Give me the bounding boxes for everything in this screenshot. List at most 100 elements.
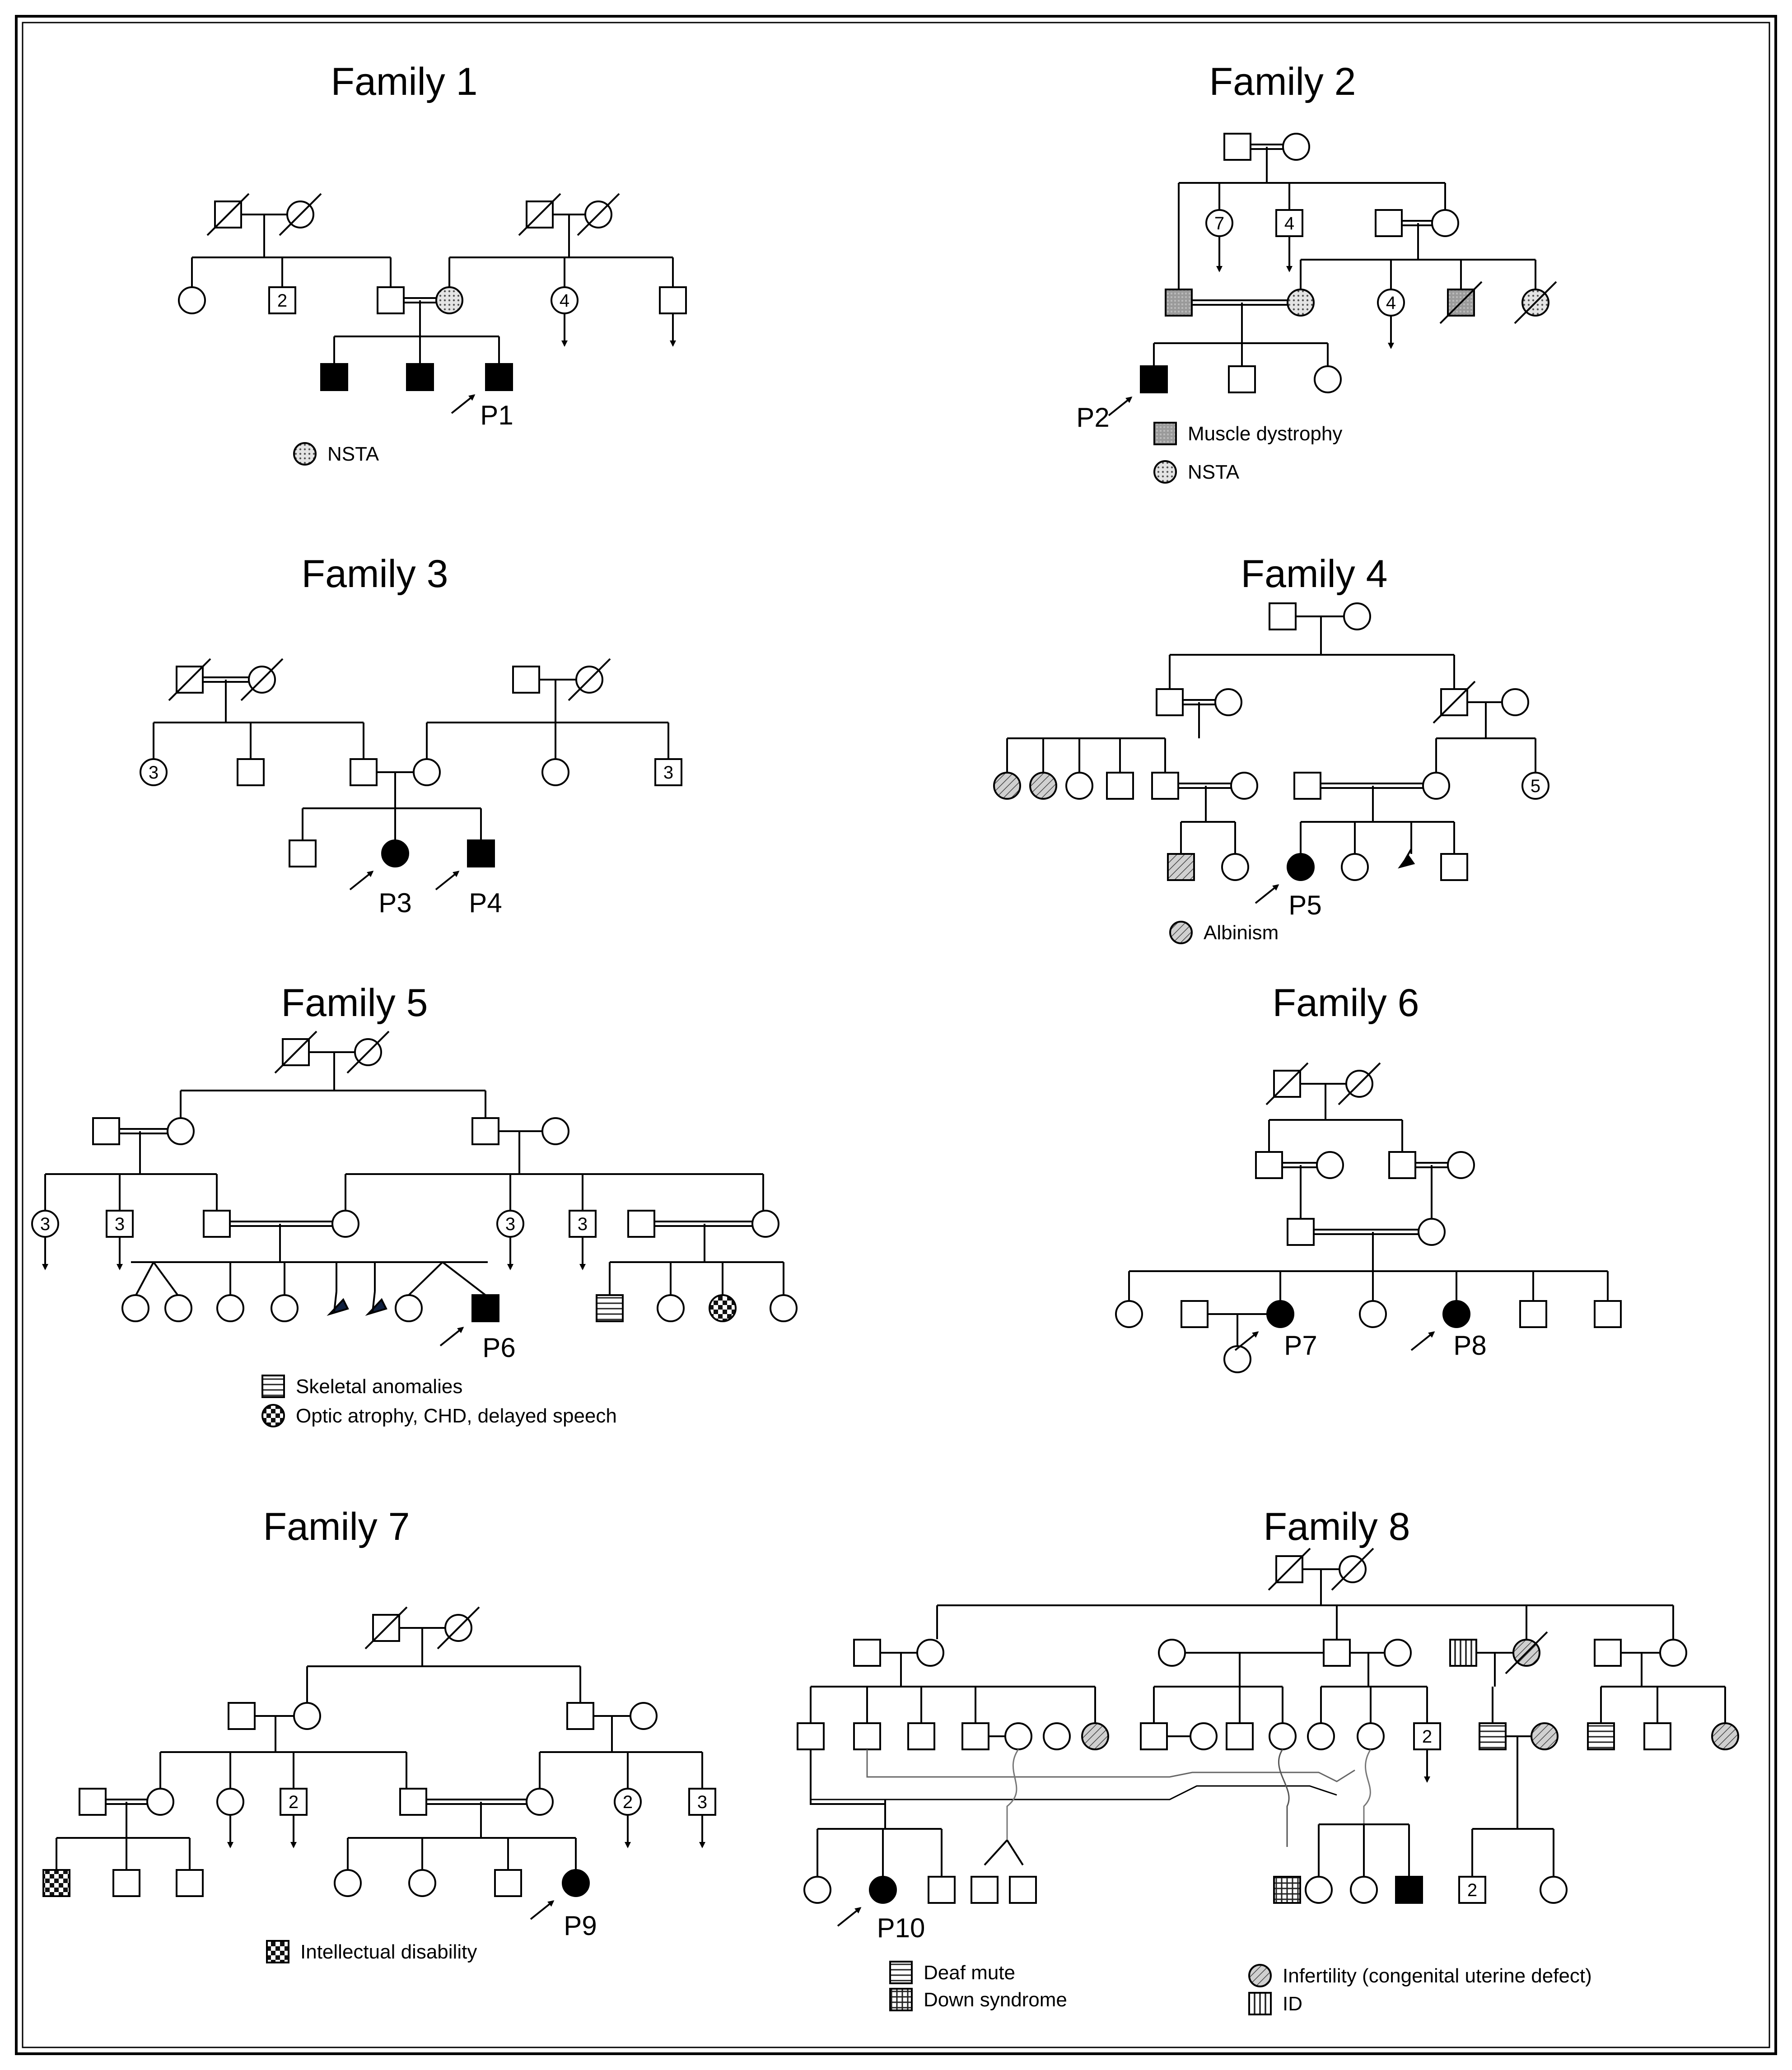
female-symbol bbox=[1350, 1876, 1378, 1904]
female-symbol bbox=[657, 1294, 685, 1322]
female-symbol bbox=[1287, 289, 1315, 317]
male-symbol bbox=[203, 1210, 231, 1238]
deceased-slash bbox=[1331, 1548, 1374, 1591]
proband-label: P5 bbox=[1288, 890, 1321, 920]
female-symbol bbox=[1282, 133, 1310, 161]
deceased-slash bbox=[1505, 1631, 1548, 1674]
male-symbol bbox=[1519, 1300, 1547, 1328]
male-symbol bbox=[471, 1117, 499, 1145]
male-symbol bbox=[289, 839, 317, 867]
female-symbol bbox=[413, 758, 441, 786]
female-symbol bbox=[1214, 688, 1242, 716]
female-symbol bbox=[140, 758, 168, 786]
pedigree-line bbox=[1006, 1839, 1024, 1866]
sibship-count: 2 bbox=[623, 1792, 633, 1812]
male-symbol bbox=[1449, 1639, 1477, 1667]
male-symbol bbox=[569, 1210, 597, 1238]
proband-label: P3 bbox=[378, 888, 411, 918]
male-symbol bbox=[596, 1294, 624, 1322]
male-symbol bbox=[494, 1869, 522, 1897]
legend-swatch bbox=[1153, 422, 1177, 445]
female-symbol bbox=[770, 1294, 798, 1322]
proband-arrow bbox=[837, 1907, 862, 1927]
male-symbol bbox=[268, 286, 296, 314]
female-symbol bbox=[1043, 1722, 1071, 1750]
male-symbol bbox=[566, 1702, 594, 1730]
male-symbol bbox=[797, 1722, 825, 1750]
female-symbol bbox=[1531, 1722, 1559, 1750]
descent-line bbox=[1363, 1749, 1372, 1824]
female-symbol bbox=[1659, 1639, 1687, 1667]
female-symbol bbox=[1521, 772, 1549, 800]
legend-swatch bbox=[889, 1988, 913, 2011]
deceased-slash bbox=[577, 193, 620, 236]
pedigrees bbox=[31, 133, 1739, 2015]
male-symbol bbox=[1140, 1722, 1168, 1750]
proband-arrow bbox=[349, 871, 374, 890]
female-symbol bbox=[334, 1869, 362, 1897]
deceased-slash bbox=[1433, 681, 1476, 724]
pedigree-line bbox=[372, 1291, 376, 1312]
deceased-slash bbox=[168, 658, 211, 701]
male-symbol bbox=[907, 1722, 935, 1750]
female-symbol bbox=[709, 1294, 737, 1322]
male-symbol bbox=[961, 1722, 989, 1750]
female-symbol bbox=[1307, 1722, 1335, 1750]
proband-label: P10 bbox=[877, 1913, 925, 1943]
male-symbol bbox=[1375, 209, 1403, 237]
legend-label: Optic atrophy, CHD, delayed speech bbox=[296, 1405, 617, 1427]
sibship-count: 7 bbox=[1214, 214, 1224, 233]
male-symbol bbox=[228, 1702, 256, 1730]
pedigree-line bbox=[135, 1262, 154, 1296]
female-symbol bbox=[916, 1639, 944, 1667]
male-symbol bbox=[1255, 1151, 1283, 1179]
female-symbol bbox=[562, 1869, 590, 1897]
legend-label: Infertility (congenital uterine defect) bbox=[1283, 1965, 1592, 1987]
male-symbol bbox=[485, 363, 513, 391]
proband-label: P8 bbox=[1453, 1330, 1486, 1361]
female-symbol bbox=[381, 839, 409, 867]
male-symbol bbox=[971, 1876, 999, 1904]
male-symbol bbox=[1293, 772, 1321, 800]
female-symbol bbox=[1029, 772, 1057, 800]
male-symbol bbox=[1287, 1218, 1315, 1246]
male-symbol bbox=[1440, 853, 1468, 881]
proband-arrow bbox=[530, 1900, 555, 1920]
proband-label: P1 bbox=[480, 400, 513, 430]
female-symbol bbox=[541, 1117, 569, 1145]
female-symbol bbox=[751, 1210, 779, 1238]
proband-arrow bbox=[451, 394, 476, 414]
male-symbol bbox=[1156, 688, 1184, 716]
sibship-count: 2 bbox=[277, 291, 287, 311]
figure-frame bbox=[15, 15, 1777, 2055]
legend-label: Albinism bbox=[1204, 922, 1279, 944]
male-symbol bbox=[92, 1117, 120, 1145]
legend-swatch bbox=[1248, 1964, 1272, 1987]
male-symbol bbox=[688, 1788, 716, 1816]
male-symbol bbox=[1323, 1639, 1351, 1667]
legend-swatch bbox=[261, 1404, 285, 1427]
male-symbol bbox=[1167, 853, 1195, 881]
male-symbol bbox=[1458, 1876, 1486, 1904]
female-symbol bbox=[395, 1294, 423, 1322]
female-symbol bbox=[164, 1294, 192, 1322]
female-symbol bbox=[167, 1117, 195, 1145]
deceased-slash bbox=[1338, 1062, 1381, 1105]
male-symbol bbox=[1479, 1722, 1507, 1750]
family-title: Family 4 bbox=[1241, 552, 1388, 596]
male-symbol bbox=[406, 363, 434, 391]
female-symbol bbox=[1357, 1722, 1385, 1750]
sibship-count: 3 bbox=[149, 763, 159, 783]
female-symbol bbox=[541, 758, 569, 786]
deceased-slash bbox=[274, 1030, 317, 1074]
male-symbol bbox=[659, 286, 687, 314]
sibship-count: 3 bbox=[505, 1214, 515, 1234]
proband-arrow bbox=[435, 871, 460, 890]
female-symbol bbox=[1359, 1300, 1387, 1328]
female-symbol bbox=[1190, 1722, 1218, 1750]
legend-swatch bbox=[1153, 460, 1177, 484]
legend-label: Muscle dystrophy bbox=[1188, 423, 1342, 445]
male-symbol bbox=[853, 1722, 881, 1750]
female-symbol bbox=[1343, 602, 1371, 630]
